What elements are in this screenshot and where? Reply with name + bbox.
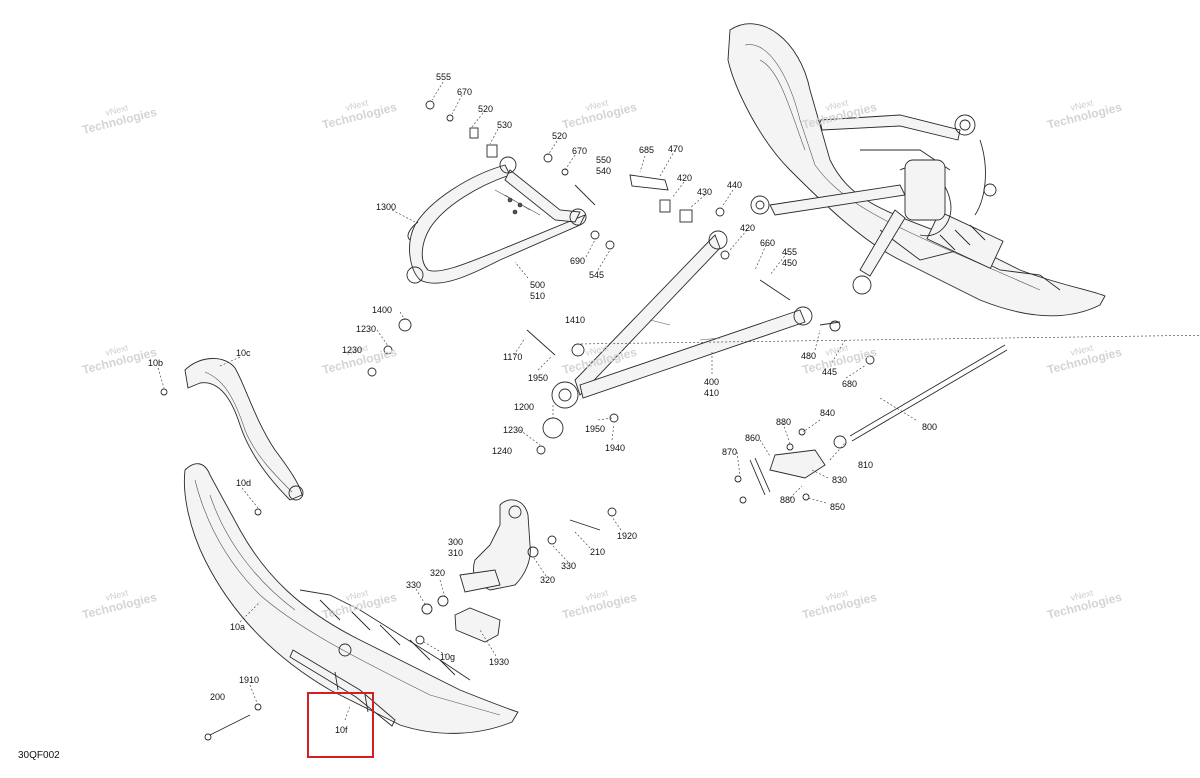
part-label-850[interactable]: 850: [830, 502, 846, 512]
part-label-445[interactable]: 445: [822, 367, 838, 377]
part-label-480[interactable]: 480: [801, 351, 817, 361]
part-label-320[interactable]: 320: [430, 568, 446, 578]
part-label-1230[interactable]: 1230: [503, 425, 524, 435]
part-label-830[interactable]: 830: [832, 475, 848, 485]
part-label-410[interactable]: 410: [704, 388, 720, 398]
part-label-1410[interactable]: 1410: [565, 315, 586, 325]
part-label-450[interactable]: 450: [782, 258, 798, 268]
part-label-880[interactable]: 880: [780, 495, 796, 505]
part-label-10c[interactable]: 10c: [236, 348, 251, 358]
spindle-10c: [184, 358, 304, 501]
part-label-1920[interactable]: 1920: [617, 531, 638, 541]
part-label-300[interactable]: 300: [448, 537, 464, 547]
part-label-10b[interactable]: 10b: [148, 358, 164, 368]
part-label-1910[interactable]: 1910: [239, 675, 260, 685]
part-label-430[interactable]: 430: [697, 187, 713, 197]
rod-800: [849, 344, 1006, 437]
part-label-10d[interactable]: 10d: [236, 478, 252, 488]
part-label-680[interactable]: 680: [842, 379, 858, 389]
runner-10f: [289, 649, 396, 727]
part-label-330[interactable]: 330: [561, 561, 577, 571]
part-label-840[interactable]: 840: [820, 408, 836, 418]
part-label-690[interactable]: 690: [570, 256, 586, 266]
part-label-1170[interactable]: 1170: [503, 352, 523, 362]
part-label-810[interactable]: 810: [858, 460, 874, 470]
part-label-510[interactable]: 510: [530, 291, 546, 301]
part-label-320[interactable]: 320: [540, 575, 556, 585]
bracket-300: [459, 499, 531, 593]
part-label-10g[interactable]: 10g: [440, 652, 456, 662]
part-label-1240[interactable]: 1240: [492, 446, 513, 456]
pad-1930: [454, 607, 501, 643]
part-label-1300[interactable]: 1300: [376, 202, 397, 212]
part-label-420[interactable]: 420: [740, 223, 756, 233]
bracket-830: [769, 449, 826, 479]
part-label-420[interactable]: 420: [677, 173, 693, 183]
part-label-870[interactable]: 870: [722, 447, 738, 457]
part-label-555[interactable]: 555: [436, 72, 452, 82]
part-label-540[interactable]: 540: [596, 166, 612, 176]
part-label-1930[interactable]: 1930: [489, 657, 510, 667]
part-label-550[interactable]: 550: [596, 155, 612, 165]
highlight-box-10f[interactable]: [307, 692, 374, 758]
part-label-860[interactable]: 860: [745, 433, 761, 443]
part-label-500[interactable]: 500: [530, 280, 546, 290]
part-label-520[interactable]: 520: [478, 104, 494, 114]
part-label-660[interactable]: 660: [760, 238, 776, 248]
part-label-10a[interactable]: 10a: [230, 622, 246, 632]
part-label-400[interactable]: 400: [704, 377, 720, 387]
right-ski-assembly: [727, 23, 1106, 317]
part-label-1400[interactable]: 1400: [372, 305, 393, 315]
part-label-310[interactable]: 310: [448, 548, 464, 558]
part-label-1950[interactable]: 1950: [585, 424, 606, 434]
part-label-880[interactable]: 880: [776, 417, 792, 427]
part-label-800[interactable]: 800: [922, 422, 938, 432]
part-label-545[interactable]: 545: [589, 270, 605, 280]
lower-a-arm: [551, 230, 813, 409]
part-label-685[interactable]: 685: [639, 145, 655, 155]
part-label-530[interactable]: 530: [497, 120, 513, 130]
part-label-330[interactable]: 330: [406, 580, 422, 590]
part-label-1940[interactable]: 1940: [605, 443, 626, 453]
part-label-670[interactable]: 670: [457, 87, 473, 97]
part-label-1230[interactable]: 1230: [342, 345, 363, 355]
leader-lines: [157, 81, 1200, 721]
part-label-210[interactable]: 210: [590, 547, 606, 557]
hardware: [160, 100, 875, 741]
part-label-200[interactable]: 200: [210, 692, 226, 702]
part-label-1200[interactable]: 1200: [514, 402, 535, 412]
part-label-440[interactable]: 440: [727, 180, 743, 190]
part-label-470[interactable]: 470: [668, 144, 684, 154]
part-label-10f[interactable]: 10f: [335, 725, 348, 735]
part-label-1230[interactable]: 1230: [356, 324, 377, 334]
part-label-670[interactable]: 670: [572, 146, 588, 156]
part-label-455[interactable]: 455: [782, 247, 798, 257]
part-label-520[interactable]: 520: [552, 131, 568, 141]
left-ski-10a: [183, 463, 519, 734]
drawing-code: 30QF002: [18, 750, 60, 761]
part-label-1950[interactable]: 1950: [528, 373, 549, 383]
upper-a-arm: [406, 156, 587, 284]
